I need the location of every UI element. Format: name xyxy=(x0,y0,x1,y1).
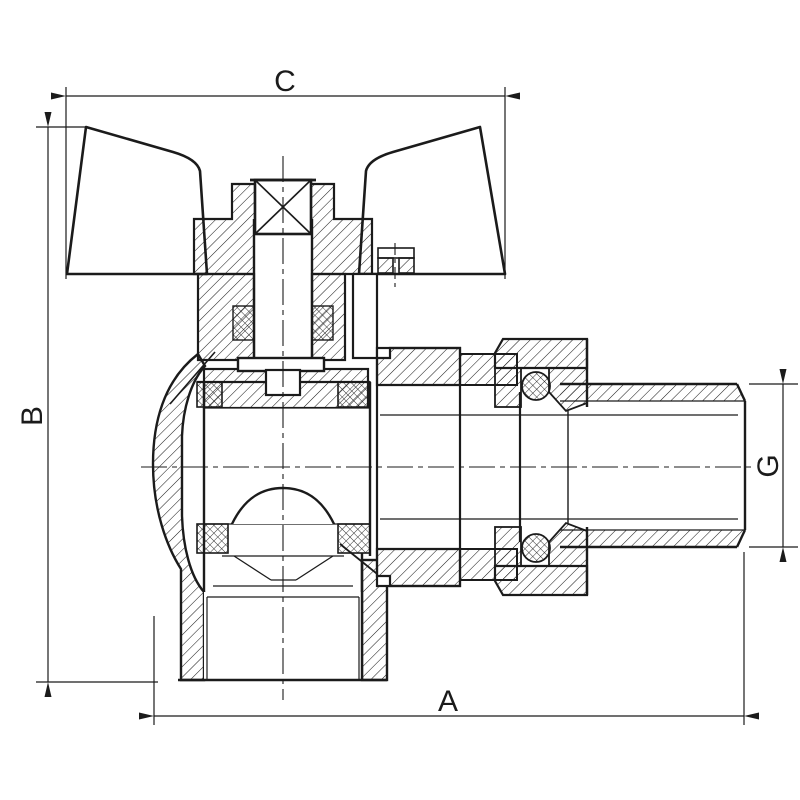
stem-assembly xyxy=(196,178,379,397)
body-neck-bottom xyxy=(375,547,462,588)
handle-hub-left xyxy=(192,182,257,276)
union-nut xyxy=(493,337,589,597)
centerlines xyxy=(141,156,751,700)
body-left-wall xyxy=(151,352,207,682)
ball-seats xyxy=(196,381,371,554)
packing-right xyxy=(311,305,334,341)
dimension-b xyxy=(36,112,158,697)
male-thread-tail xyxy=(517,382,747,549)
dimension-a xyxy=(139,552,759,725)
o-ring-bottom xyxy=(521,533,551,563)
dim-label-c: C xyxy=(274,65,296,98)
handle-left-wing xyxy=(65,125,209,276)
bonnet-hex xyxy=(351,272,379,360)
packing-left xyxy=(232,305,255,341)
body-neck-top xyxy=(375,346,462,387)
dimension-c xyxy=(51,87,520,279)
handle-hub-right xyxy=(309,182,374,276)
dim-label-g: G xyxy=(752,454,785,477)
dim-label-a: A xyxy=(438,685,458,718)
butterfly-handle xyxy=(65,125,507,276)
dimension-g xyxy=(749,369,798,562)
handle-stop xyxy=(377,247,415,274)
dim-label-b: B xyxy=(16,406,49,426)
valve-body xyxy=(151,351,452,682)
o-ring-top xyxy=(521,371,551,401)
